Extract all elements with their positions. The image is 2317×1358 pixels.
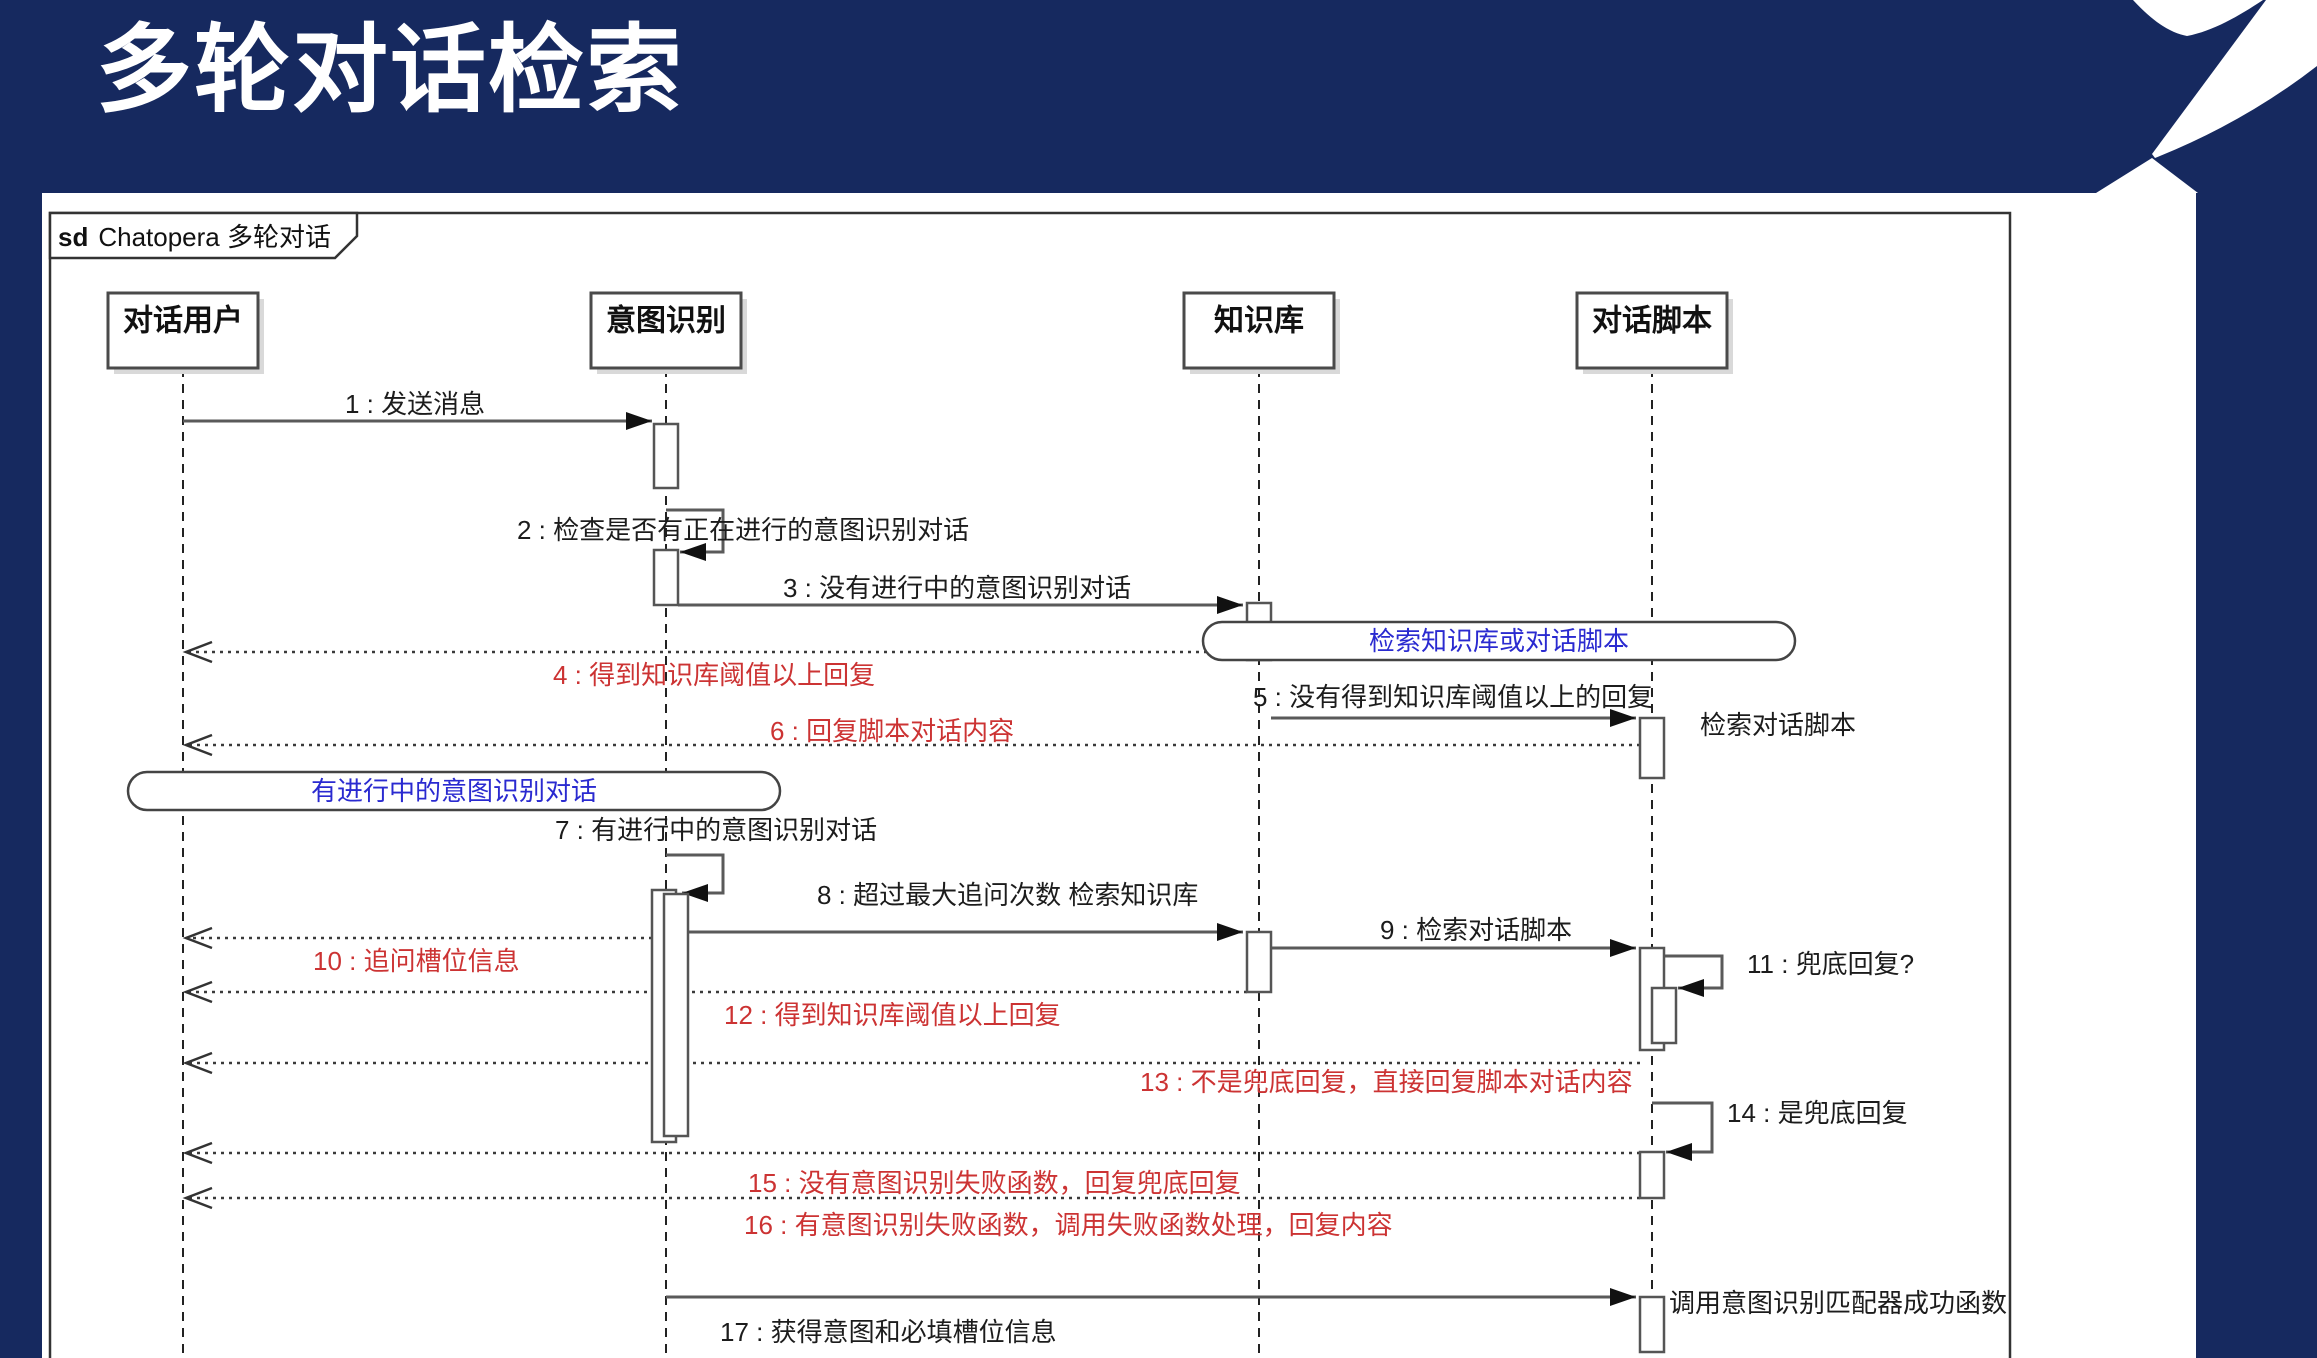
self-message-line	[666, 853, 725, 895]
logo-sliver-shape	[2096, 158, 2198, 193]
message-label: 3 : 没有进行中的意图识别对话	[783, 573, 1131, 603]
open-arrowhead-icon	[182, 640, 213, 664]
message-label: 16 : 有意图识别失败函数，调用失败函数处理，回复内容	[744, 1210, 1393, 1240]
activation-bar	[652, 548, 680, 607]
corner-logo-decoration	[2096, 0, 2317, 193]
page-title: 多轮对话检索	[96, 17, 684, 124]
message-label: 9 : 检索对话脚本	[1380, 915, 1572, 945]
lifelines-layer	[106, 291, 1733, 1358]
lifeline-head-label: 对话脚本	[1592, 305, 1712, 338]
message-label: 7 : 有进行中的意图识别对话	[555, 815, 877, 845]
frame-tag: sd	[58, 222, 88, 252]
message-label: 13 : 不是兜底回复，直接回复脚本对话内容	[1140, 1067, 1633, 1097]
filled-arrowhead-icon	[682, 884, 708, 902]
open-arrowhead-icon	[182, 733, 213, 757]
filled-arrowhead-icon	[1217, 596, 1243, 614]
message-label: 4 : 得到知识库阈值以上回复	[553, 660, 875, 690]
filled-arrowhead-icon	[1217, 923, 1243, 941]
lifeline-head	[106, 291, 260, 370]
message-label: 14 : 是兜底回复	[1727, 1098, 1908, 1128]
filled-arrowhead-icon	[1666, 1143, 1692, 1161]
lifeline-head-label: 对话用户	[123, 305, 243, 338]
frame-label-pentagon	[48, 211, 359, 260]
filled-arrowhead-icon	[1610, 709, 1636, 727]
filled-arrowhead-icon	[680, 543, 706, 561]
open-arrowhead-icon	[182, 926, 213, 950]
message-label: 12 : 得到知识库阈值以上回复	[724, 1000, 1061, 1030]
logo-notch-shape	[2133, 0, 2263, 36]
frame-label: sd Chatopera 多轮对话	[58, 222, 331, 252]
messages-layer	[182, 412, 1724, 1306]
activation-bar	[1650, 986, 1678, 1045]
state-oval-label: 有进行中的意图识别对话	[311, 776, 597, 806]
activation-bar	[1245, 930, 1273, 994]
filled-arrowhead-icon	[1678, 979, 1704, 997]
state-oval-label: 检索知识库或对话脚本	[1369, 626, 1629, 656]
message-label: 8 : 超过最大追问次数 检索知识库	[817, 880, 1198, 910]
message-label: 11 : 兜底回复?	[1747, 949, 1914, 979]
lifeline-head-label: 知识库	[1214, 305, 1304, 338]
message-label: 2 : 检查是否有正在进行的意图识别对话	[517, 515, 969, 545]
lifeline-head-label: 意图识别	[606, 304, 726, 338]
side-note-label: 调用意图识别匹配器成功函数	[1669, 1288, 2007, 1318]
activation-bar	[1638, 1150, 1666, 1200]
open-arrowhead-icon	[182, 980, 213, 1004]
activation-bar	[652, 422, 680, 490]
side-note-label: 检索对话脚本	[1700, 710, 1856, 740]
activation-bar	[662, 892, 690, 1138]
states-and-labels-layer	[126, 620, 1797, 812]
message-label: 1 : 发送消息	[345, 389, 485, 419]
filled-arrowhead-icon	[626, 412, 652, 430]
message-label: 17 : 获得意图和必填槽位信息	[720, 1317, 1057, 1347]
filled-arrowhead-icon	[1610, 1288, 1636, 1306]
logo-swoosh-shape	[2152, 0, 2317, 158]
frame-border	[48, 211, 2012, 1358]
open-arrowhead-icon	[182, 1186, 213, 1210]
state-oval	[126, 770, 782, 812]
self-message-line	[1652, 1101, 1714, 1154]
lifeline-head	[1575, 291, 1729, 370]
open-arrowhead-icon	[182, 1051, 213, 1075]
message-label: 6 : 回复脚本对话内容	[770, 716, 1014, 746]
message-label: 10 : 追问槽位信息	[313, 946, 520, 976]
lifeline-head	[589, 291, 743, 370]
activation-bar	[1638, 1295, 1666, 1354]
frame-name: Chatopera 多轮对话	[98, 222, 331, 252]
message-label: 5 : 没有得到知识库阈值以上的回复	[1253, 682, 1653, 712]
message-label: 15 : 没有意图识别失败函数，回复兜底回复	[748, 1168, 1241, 1198]
activation-bar	[1638, 716, 1666, 780]
state-oval	[1201, 620, 1797, 662]
lifeline-head	[1182, 291, 1336, 370]
filled-arrowhead-icon	[1610, 939, 1636, 957]
open-arrowhead-icon	[182, 1141, 213, 1165]
